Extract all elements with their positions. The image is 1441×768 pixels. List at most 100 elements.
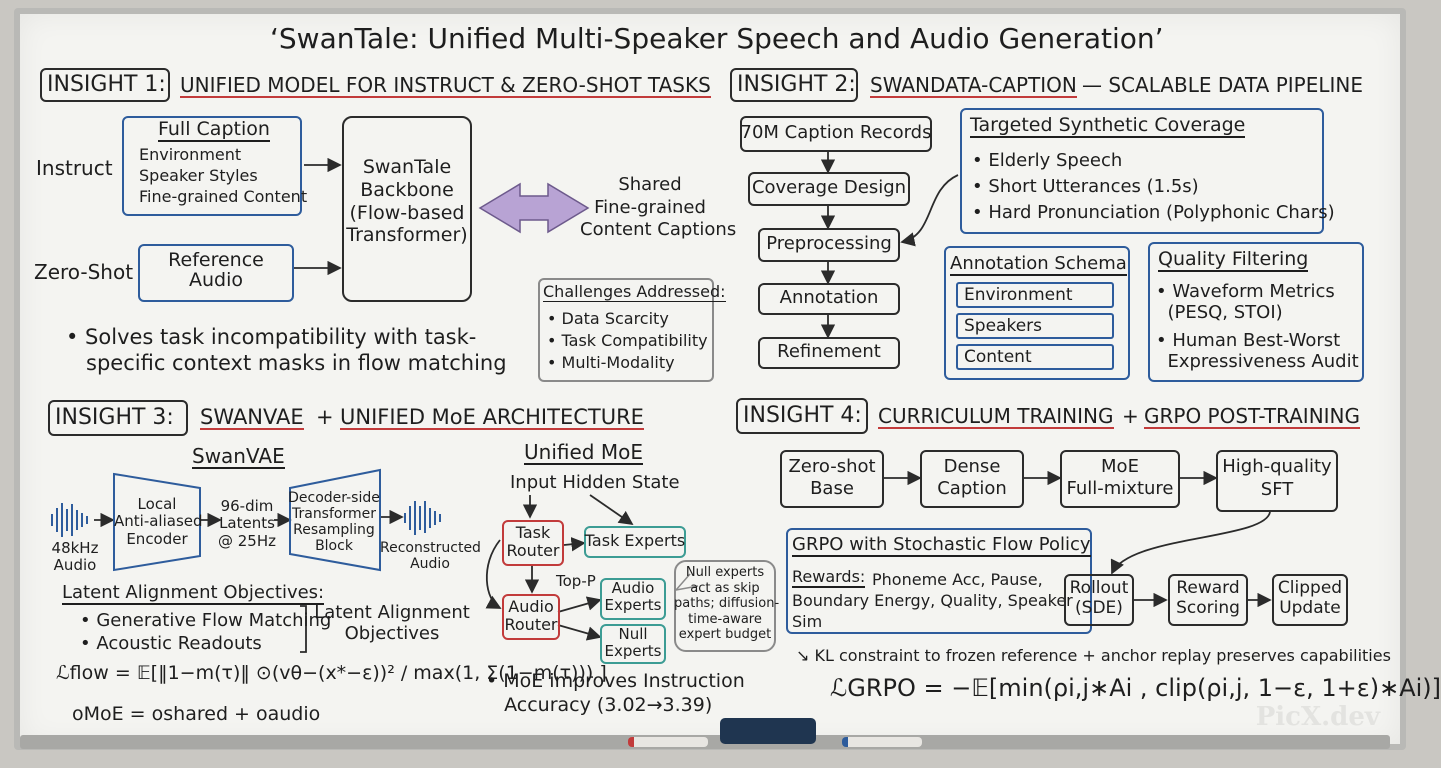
targeted-item-2: • Short Utterances (1.5s): [972, 176, 1199, 197]
targeted-item-1: • Elderly Speech: [972, 150, 1123, 171]
insight4-heading-2: GRPO POST-TRAINING: [1144, 404, 1361, 429]
schema-field-1: Environment: [964, 285, 1073, 305]
insight3-tag-box: [48, 400, 188, 436]
lao-item-2: • Acoustic Readouts: [80, 633, 262, 654]
insight2-tag-box: [730, 68, 858, 102]
step-label-2: Coverage Design: [751, 177, 907, 198]
step-box-4: [758, 283, 900, 315]
step-label-5: Refinement: [777, 341, 881, 362]
insight1-bullet: • Solves task incompatibility with task-…: [66, 325, 507, 376]
insight3-tag: INSIGHT 3:: [55, 405, 174, 430]
kl-note: ↘ KL constraint to frozen reference + an…: [796, 646, 1391, 665]
insight2-heading-1: SWANDATA-CAPTION: [870, 73, 1077, 98]
insight3-plus: +: [316, 405, 334, 429]
insight1-tag-box: [40, 68, 170, 102]
audio-in-label: 48kHz Audio: [51, 539, 99, 575]
schema-field-2: Speakers: [964, 316, 1043, 336]
schema-field-box-3: [956, 344, 1114, 370]
decoder-trapezoid: [289, 468, 381, 572]
moe-bullet: • MoE improves Instruction Accuracy (3.0…: [486, 670, 745, 716]
board-title: ‘SwanTale: Unified Multi-Speaker Speech …: [270, 22, 1164, 55]
audio-experts-label: Audio Experts: [604, 579, 662, 615]
schema-field-3: Content: [964, 347, 1032, 367]
full-caption-title: Full Caption: [158, 118, 270, 142]
quality-item-2: • Human Best-Worst Expressiveness Audit: [1156, 330, 1359, 372]
top-p-label: Top-P: [556, 572, 596, 590]
quality-item-1: • Waveform Metrics (PESQ, STOI): [1156, 281, 1335, 323]
grpo-formula: ℒGRPO = −𝔼[min(ρi,j∗Ai , clip(ρi,j, 1−ε,…: [830, 674, 1441, 702]
insight1-tag: INSIGHT 1:: [47, 72, 166, 97]
insight4-plus: +: [1122, 404, 1139, 428]
latents-label: 96-dim Latents @ 25Hz: [217, 497, 276, 550]
rollout-box: [1064, 574, 1134, 626]
stage-box-1: [780, 450, 884, 508]
null-note-bubble: [674, 560, 776, 652]
moe-formula: oMoE = oshared + oaudio: [72, 703, 321, 725]
challenge-item-3: • Multi-Modality: [547, 353, 675, 372]
insight4-heading-1: CURRICULUM TRAINING: [878, 404, 1114, 429]
stage-label-1: Zero-shot Base: [788, 456, 876, 499]
backbone-box: [342, 116, 472, 302]
moe-title: Unified MoE: [524, 440, 643, 465]
task-experts-label: Task Experts: [584, 531, 686, 550]
reference-audio-label: Reference Audio: [168, 249, 264, 291]
insight1-heading: UNIFIED MODEL FOR INSTRUCT & ZERO-SHOT T…: [180, 73, 711, 98]
swanvae-title: SwanVAE: [192, 444, 285, 469]
audio-out-label: Reconstructed Audio: [380, 540, 481, 573]
step-label-3: Preprocessing: [766, 233, 892, 254]
whiteboard-scene: ‘SwanTale: Unified Multi-Speaker Speech …: [14, 8, 1441, 750]
stage-box-3: [1060, 450, 1180, 508]
null-note-text: Null experts act as skip paths; diffusio…: [674, 565, 780, 643]
reward-scoring-box: [1168, 574, 1248, 626]
encoder-label: Local Anti-aliased Encoder: [114, 495, 203, 548]
flow-formula: ℒflow = 𝔼[‖1−m(τ)‖ ⊙(vθ−(x*−ε))² / max(1…: [56, 662, 607, 684]
lao-title: Latent Alignment Objectives:: [62, 582, 325, 605]
insight2-tag: INSIGHT 2:: [737, 72, 856, 97]
instruct-label: Instruct: [36, 156, 113, 180]
input-waveform: [51, 503, 88, 537]
lao-side-label: Latent Alignment Objectives: [314, 602, 470, 644]
full-caption-item-2: Speaker Styles: [139, 166, 258, 185]
schema-field-box-1: [956, 282, 1114, 308]
stage-box-2: [920, 450, 1024, 508]
insight2-heading-2: — SCALABLE DATA PIPELINE: [1082, 73, 1364, 97]
zeroshot-label: Zero-Shot: [34, 260, 134, 284]
connector-layer: [51, 150, 1272, 653]
audio-experts-box: [600, 578, 666, 620]
eraser: [720, 718, 816, 744]
input-hidden-state: Input Hidden State: [510, 472, 680, 493]
schema-field-box-2: [956, 313, 1114, 339]
null-experts-box: [600, 624, 666, 664]
full-caption-item-3: Fine-grained Content: [139, 187, 308, 206]
step-box-5: [758, 337, 900, 369]
step-box-2: [748, 172, 910, 206]
grpo-title: GRPO with Stochastic Flow Policy: [792, 534, 1091, 557]
annotation-schema-box: [944, 246, 1130, 380]
shared-double-arrow: [478, 182, 590, 234]
blue-marker: [842, 737, 922, 747]
red-marker: [628, 737, 708, 747]
rewards-text: Phoneme Acc, Pause, Boundary Energy, Qua…: [792, 570, 1073, 631]
step-label-1: 70M Caption Records: [740, 122, 932, 143]
insight3-heading-2: UNIFIED MoE ARCHITECTURE: [340, 405, 644, 431]
targeted-item-3: • Hard Pronunciation (Polyphonic Chars): [972, 202, 1335, 223]
insight3-heading-1: SWANVAE: [200, 405, 304, 431]
lao-item-1: • Generative Flow Matching: [80, 610, 332, 631]
challenge-item-1: • Data Scarcity: [547, 309, 669, 328]
reward-scoring-label: Reward Scoring: [1176, 578, 1240, 619]
watermark: PicX.dev: [1255, 702, 1380, 732]
decoder-label: Decoder-side Transformer Resampling Bloc…: [288, 490, 380, 555]
step-label-4: Annotation: [779, 287, 879, 308]
rewards-label: Rewards:: [792, 567, 866, 588]
reference-audio-box: [138, 244, 294, 302]
challenges-box: [538, 278, 714, 382]
lao-brace: [300, 605, 307, 653]
insight4-tag: INSIGHT 4:: [743, 403, 862, 428]
output-waveform: [404, 501, 441, 535]
null-experts-label: Null Experts: [604, 625, 662, 661]
targeted-coverage-box: [960, 108, 1324, 234]
step-box-1: [740, 116, 932, 152]
targeted-coverage-title: Targeted Synthetic Coverage: [970, 114, 1246, 138]
challenges-title: Challenges Addressed:: [543, 282, 726, 302]
backbone-label: SwanTale Backbone (Flow-based Transforme…: [346, 156, 468, 247]
